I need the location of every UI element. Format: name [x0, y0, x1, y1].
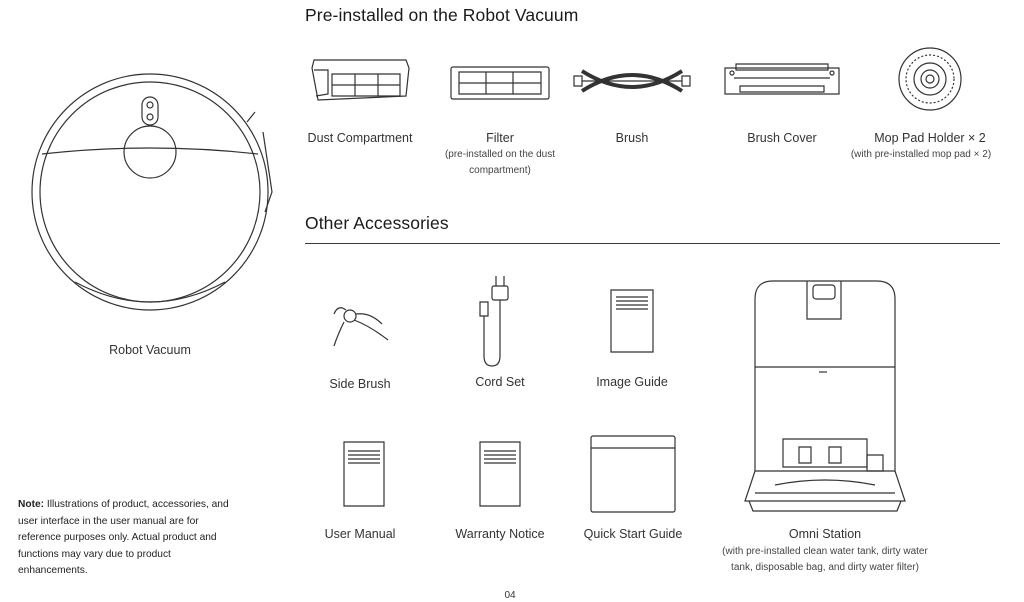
filter-label: Filter [486, 131, 514, 145]
quick-start-guide-label: Quick Start Guide [583, 527, 683, 541]
section-title-preinstalled: Pre-installed on the Robot Vacuum [305, 5, 579, 25]
omni-station-illustration [745, 279, 905, 513]
brush-label: Brush [615, 131, 649, 145]
warranty-notice-illustration [479, 441, 521, 507]
reference-note: Note: Illustrations of product, accessor… [18, 497, 230, 580]
page-number: 04 [504, 590, 516, 601]
cord-set-illustration [478, 276, 522, 368]
side-brush-illustration [330, 302, 394, 348]
user-manual-label: User Manual [324, 527, 396, 541]
mop-pad-holder-note: (with pre-installed mop pad × 2) [850, 149, 992, 160]
filter-note: (pre-installed on the dust compartment) [420, 147, 580, 179]
brush-cover-illustration [724, 64, 840, 100]
brush-cover-label: Brush Cover [747, 131, 817, 145]
dust-compartment-label: Dust Compartment [307, 131, 413, 145]
warranty-notice-label: Warranty Notice [455, 527, 545, 541]
omni-station-label: Omni Station [788, 527, 862, 541]
robot-vacuum-label: Robot Vacuum [109, 343, 191, 357]
image-guide-illustration [610, 289, 654, 353]
filter-illustration [450, 66, 550, 100]
omni-station-note-line-1: (with pre-installed clean water tank, di… [722, 546, 928, 557]
filter-note-line-1: (pre-installed on the dust [444, 149, 556, 160]
dust-compartment-illustration [310, 58, 410, 102]
brush-illustration [574, 63, 690, 99]
user-manual-illustration [343, 441, 385, 507]
side-brush-label: Side Brush [329, 377, 391, 391]
mop-pad-holder-illustration [898, 47, 962, 111]
section-divider [305, 243, 1000, 244]
mop-pad-holder-label: Mop Pad Holder × 2 [874, 131, 986, 145]
image-guide-label: Image Guide [596, 375, 668, 389]
robot-vacuum-illustration [25, 72, 285, 322]
quick-start-guide-illustration [590, 435, 676, 513]
filter-note-line-2: compartment) [469, 165, 531, 176]
note-text: Illustrations of product, accessories, a… [18, 499, 229, 576]
note-prefix: Note: [18, 499, 45, 510]
omni-station-note: (with pre-installed clean water tank, di… [700, 544, 950, 576]
section-title-other-accessories: Other Accessories [305, 213, 449, 233]
omni-station-note-line-2: tank, disposable bag, and dirty water fi… [731, 562, 919, 573]
cord-set-label: Cord Set [475, 375, 525, 389]
